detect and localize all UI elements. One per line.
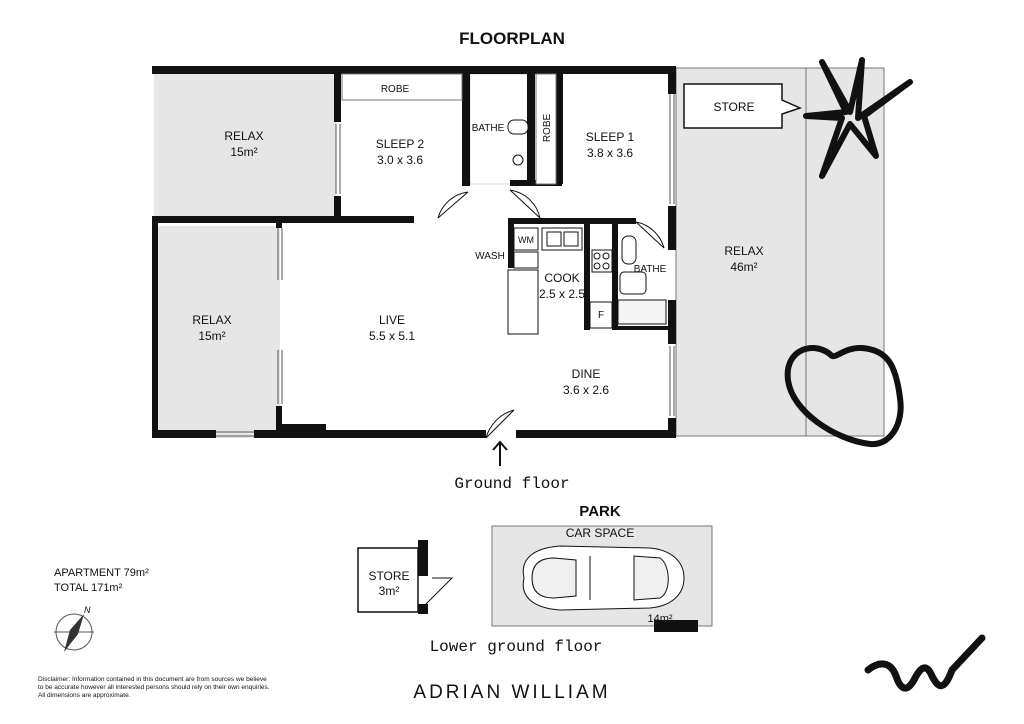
robe-top [341, 73, 463, 101]
sleep2-size: 3.0 x 3.6 [377, 153, 423, 167]
heart-doodle-icon [784, 344, 904, 448]
walls [152, 66, 676, 438]
compass-icon [54, 613, 94, 652]
live-label: LIVE [379, 313, 405, 327]
cook-label: COOK [544, 271, 579, 285]
store-lower [357, 540, 428, 614]
entry-arrow-icon [492, 440, 508, 466]
doors [417, 189, 665, 613]
car-space-size: 14m² [647, 613, 672, 625]
windows [216, 94, 675, 437]
sleep2-label: SLEEP 2 [376, 137, 425, 151]
relax-top-left-area [154, 74, 336, 218]
wm-label: WM [518, 235, 534, 245]
ground-floor-label: Ground floor [454, 475, 569, 493]
relax-top-left-size: 15m² [230, 145, 257, 159]
bath-fixtures [507, 119, 667, 325]
bathe-top-label: BATHE [472, 123, 505, 134]
robe-side-label: ROBE [542, 114, 553, 143]
live-size: 5.5 x 5.1 [369, 329, 415, 343]
car-space-label: CAR SPACE [566, 526, 634, 540]
brand-logo: ADRIAN WILLIAM [413, 682, 610, 703]
robe-top-label: ROBE [381, 84, 410, 95]
robe-side [535, 73, 557, 185]
store-top [683, 83, 803, 129]
lower-ground-floor-label: Lower ground floor [430, 638, 603, 656]
total-area: TOTAL 171m² [54, 582, 123, 594]
relax-top-left-label: RELAX [224, 129, 263, 143]
bathe-mid-label: BATHE [634, 264, 667, 275]
store-lower-size: 3m² [379, 584, 400, 598]
car-space-marker [654, 620, 698, 632]
relax-bottom-left-area [154, 226, 280, 438]
dine-size: 3.6 x 2.6 [563, 383, 609, 397]
relax-bottom-left-label: RELAX [192, 313, 231, 327]
star-doodle-icon [803, 57, 913, 179]
sleep1-label: SLEEP 1 [586, 130, 635, 144]
relax-right-label: RELAX [724, 244, 763, 258]
disclaimer-line-3: All dimensions are approximate. [38, 692, 131, 699]
wash-label: WASH [475, 251, 505, 262]
relax-bottom-left-size: 15m² [198, 329, 225, 343]
relax-right-size: 46m² [730, 260, 757, 274]
cook-size: 2.5 x 2.5 [539, 287, 585, 301]
dine-label: DINE [572, 367, 601, 381]
park-heading: PARK [579, 503, 621, 520]
fridge-label: F [598, 310, 604, 321]
store-lower-label: STORE [368, 569, 409, 583]
squiggle-doodle-icon [864, 634, 986, 692]
store-top-label: STORE [713, 100, 754, 114]
floorplan-title: FLOORPLAN [459, 29, 565, 48]
car-icon [522, 545, 685, 611]
kitchen-fixtures [507, 227, 613, 335]
north-label: N [84, 605, 91, 615]
sleep1-size: 3.8 x 3.6 [587, 146, 633, 160]
disclaimer-line-2: to be accurate however all interested pe… [38, 684, 270, 691]
disclaimer-line-1: Disclaimer: Information contained in thi… [38, 676, 267, 683]
apartment-area: APARTMENT 79m² [54, 567, 149, 579]
